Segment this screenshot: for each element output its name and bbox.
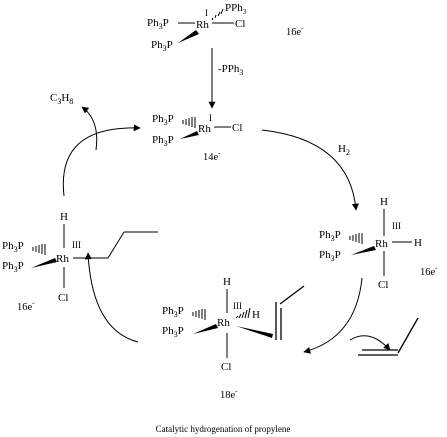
complex-alkyl-hydride: H III Ph3P Rh Ph3P Cl 16e-: [2, 211, 158, 313]
metal-rh-bottom: Rh: [217, 317, 230, 329]
complex-top-rhcl-pph3-3: Ph3P Rh I Cl PPh3 Ph3P 16e-: [147, 2, 304, 53]
wedge-bond-alkene: [236, 326, 273, 338]
hashed-bond-bottom-right: [235, 307, 251, 319]
oxidation-state-top: I: [205, 8, 208, 18]
svg-text:Ph3P: Ph3P: [152, 134, 174, 148]
hashed-bond-mid: [182, 117, 196, 128]
wedge-bond-left: [31, 258, 57, 268]
hydride-left: H: [60, 211, 68, 223]
metal-rh-left: Rh: [56, 253, 69, 265]
coordinated-alkene: [275, 285, 305, 340]
svg-text:Ph3P: Ph3P: [162, 305, 184, 319]
svg-text:Ph3P: Ph3P: [319, 229, 341, 243]
propyl-chain: [73, 231, 158, 259]
arrow-propylene-entry: [349, 335, 391, 351]
complex-dihydride: H III Ph3P Rh H Ph3P Cl 16e-: [319, 196, 438, 291]
oxidation-state-bottom: III: [233, 301, 242, 311]
hydride-equatorial-right: H: [414, 237, 422, 249]
wedge-bond-right: [351, 246, 376, 255]
svg-text:Ph3P: Ph3P: [2, 260, 24, 274]
label-h2: H2: [338, 143, 350, 157]
oxidation-state-right: III: [392, 221, 401, 231]
complex-alkene-adduct: H III Ph3P Rh H Ph3P Cl 18e-: [162, 276, 305, 401]
hydride-equatorial-bottom: H: [252, 309, 260, 321]
arrow-product-release: [81, 106, 98, 151]
hashed-bond-left: [32, 244, 46, 255]
wedge-bond-top: [178, 30, 199, 43]
svg-text:Ph3P: Ph3P: [319, 249, 341, 263]
wedge-bond-bottom: [193, 324, 218, 334]
metal-rh-right: Rh: [375, 238, 388, 250]
metal-rh-top: Rh: [196, 19, 209, 31]
oxidation-state-mid: I: [209, 113, 212, 123]
svg-text:Ph3P: Ph3P: [151, 39, 173, 53]
figure-caption: Catalytic hydrogenation of propylene: [156, 424, 291, 434]
electron-count-top: 16e-: [286, 24, 304, 38]
hashed-bond-bottom-left: [192, 309, 206, 320]
complex-rhcl-pph3-2: Ph3P Rh I Cl Ph3P 14e-: [152, 113, 242, 163]
wedge-bond-mid: [180, 131, 199, 139]
svg-text:Ph3P: Ph3P: [162, 325, 184, 339]
chloride-mid: Cl: [232, 122, 242, 134]
hydride-axial-right: H: [380, 196, 388, 208]
svg-text:Ph3P: Ph3P: [2, 240, 24, 254]
arrow-alkene-coordination: [303, 277, 363, 354]
electron-count-left: 16e-: [17, 299, 35, 313]
hashed-bond-top: [211, 8, 224, 21]
arrow-reductive-elimination: [62, 124, 141, 197]
label-minus-pph3: -PPh3: [218, 63, 243, 77]
chloride-top: Cl: [235, 18, 245, 30]
electron-count-14e: 14e-: [203, 149, 221, 163]
oxidation-state-left: III: [72, 240, 81, 250]
svg-text:Ph3P: Ph3P: [152, 113, 174, 127]
svg-text:Ph3P: Ph3P: [147, 17, 169, 31]
svg-text:PPh3: PPh3: [225, 2, 247, 16]
electron-count-right: 16e-: [420, 264, 438, 278]
chloride-bottom: Cl: [221, 361, 231, 373]
chloride-left: Cl: [58, 292, 68, 304]
product-propane: C3H8: [50, 92, 73, 106]
metal-rh-mid: Rh: [198, 123, 211, 135]
propylene-incoming: [349, 317, 419, 356]
arrow-migratory-insertion: [84, 252, 139, 343]
hydride-axial-bottom: H: [223, 276, 231, 288]
arrow-h2-addition: [261, 129, 359, 211]
electron-count-bottom: 18e-: [220, 387, 238, 401]
hashed-bond-right: [349, 233, 363, 244]
chloride-right: Cl: [378, 279, 388, 291]
